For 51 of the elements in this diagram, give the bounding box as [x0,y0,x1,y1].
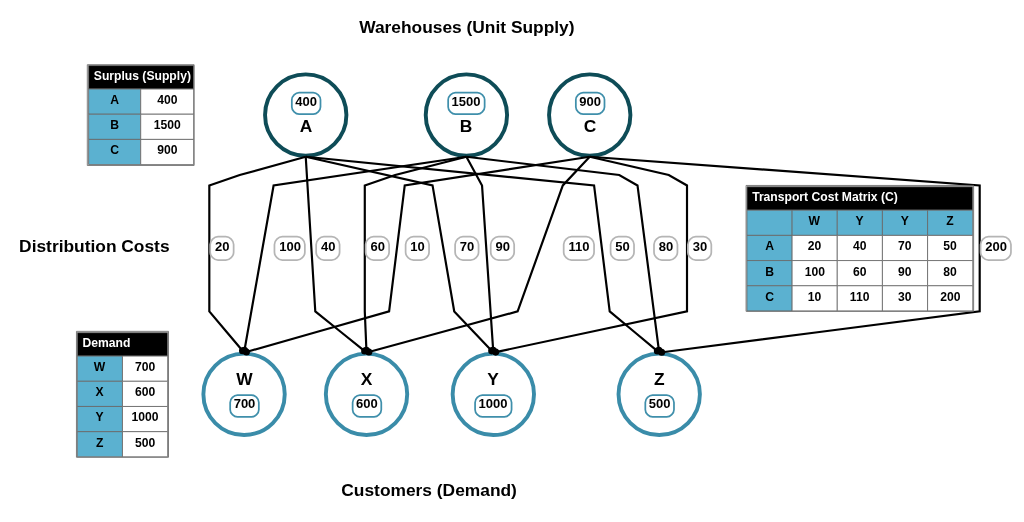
label: Distribution Costs [19,235,170,256]
label: Y [855,214,864,229]
label: Warehouses (Unit Supply) [359,16,575,37]
label: 200 [940,289,961,304]
label: Z [946,214,954,229]
edge-label: 20 [214,239,230,255]
label: 90 [898,264,912,279]
label: Demand [82,335,131,350]
edge-label: 10 [410,239,425,255]
edge-label: 110 [568,239,590,255]
label: W [93,360,106,375]
label: 900 [157,143,178,158]
edge-label: 30 [692,239,708,255]
label: 1000 [131,410,159,425]
label: X [95,385,104,400]
label: 50 [943,239,957,254]
label: 400 [157,92,178,107]
label: 110 [849,289,870,304]
edge-label: 70 [459,239,475,255]
edge-label: 40 [320,239,336,255]
label: Z [95,435,104,450]
edge-label: 200 [985,239,1008,255]
label: Transport Cost Matrix (C) [752,189,898,204]
label: 70 [898,239,912,254]
edge-label: 100 [279,239,301,255]
label: A [765,239,774,254]
edge-label: 60 [370,239,385,255]
label: 100 [804,264,825,279]
label: 80 [943,264,957,279]
label: C [110,143,120,158]
edge-label: 50 [615,239,630,255]
label: 700 [135,360,156,375]
label: 20 [807,239,822,254]
label: 10 [807,289,822,304]
label: B [765,264,774,279]
label: 60 [852,264,867,279]
label: 500 [135,435,156,450]
label: W [808,214,821,229]
label: Y [900,214,909,229]
label: 40 [852,239,867,254]
label: 600 [135,385,156,400]
label: Customers (Demand) [341,480,517,501]
label: A [110,92,120,107]
edge-label: 80 [658,239,674,255]
label: 1500 [153,118,181,133]
edge-label: 90 [495,239,510,255]
label: Surplus (Supply) [93,68,191,83]
label: 30 [898,289,912,304]
label: Y [95,410,104,425]
label: B [110,118,120,133]
label: C [765,289,774,304]
